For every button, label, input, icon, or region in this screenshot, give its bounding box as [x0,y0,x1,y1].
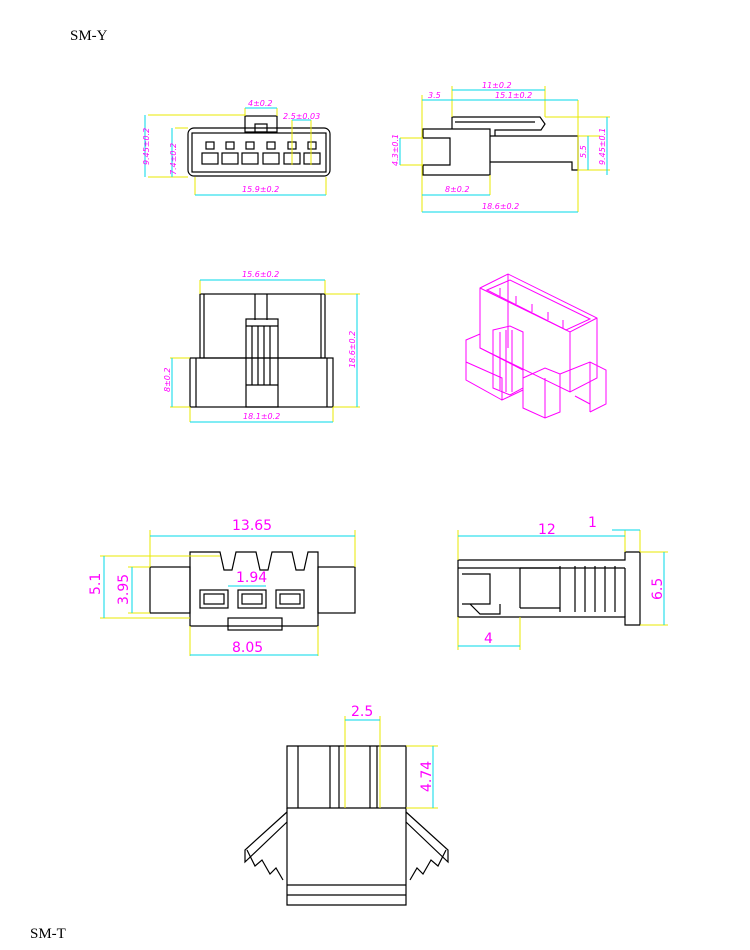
smy-side-view: 11±0.2 3.5 15.1±0.2 4.3±0.1 5.5 9.45±0.1… [391,81,610,213]
dim-side-height: 6.5 [650,578,666,600]
pin-contact [241,152,259,165]
smy-top-view: 15.6±0.2 18.6±0.2 8±0.2 18.1±0.2 [163,270,360,423]
dim-front: 4 [484,631,493,647]
dim-slot: 4.3±0.1 [391,134,400,166]
pin-window [205,141,215,150]
pin-contact [303,152,321,165]
label-sm-t: SM-T [30,926,66,942]
smt-front-view: 13.65 5.1 3.95 1.94 8.05 [88,518,356,656]
pin-window [245,141,255,150]
dim-height: 9.45±0.2 [142,128,151,165]
dim-side-height: 9.45±0.1 [598,128,607,165]
dim-rear-height: 5.5 [579,145,588,158]
pin-window [225,141,235,150]
dim-latch-width: 4±0.2 [248,99,273,108]
dim-base-height: 8±0.2 [163,367,172,392]
dim-height: 5.1 [88,573,104,595]
dim-offset: 3.5 [428,91,441,100]
pin-contact [262,152,280,165]
dim-pitch: 2.5±0.03 [283,112,320,121]
smt-top-view: 2.5 4.74 [244,704,449,906]
dim-total-length: 18.6±0.2 [482,202,519,211]
dim-body-length: 15.1±0.2 [495,91,532,100]
dim-length: 18.6±0.2 [348,331,357,368]
pin-contact [221,152,239,165]
dim-lip: 1 [588,515,597,531]
dim-pitch: 2.5 [351,704,373,720]
dim-slot-depth: 4.74 [419,761,435,792]
pin-window [266,141,276,150]
pin-contact [201,152,219,165]
smt-side-view: 12 1 6.5 4 [457,515,668,650]
dim-width: 15.9±0.2 [242,185,279,194]
dim-inner-height: 7.4±0.2 [169,143,178,175]
pin-window [307,141,317,150]
dim-total-width: 13.65 [232,518,272,534]
label-sm-y: SM-Y [70,28,108,44]
dim-latch-length: 11±0.2 [482,81,512,90]
dim-length: 12 [538,522,556,538]
smy-isometric-view [465,273,607,419]
smy-front-view: 4±0.2 2.5±0.03 9.45±0.2 7.4±0.2 15.9±0.2 [142,99,331,196]
dim-base-width: 18.1±0.2 [243,412,280,421]
dim-top-width: 15.6±0.2 [242,270,279,279]
dim-inner-height: 3.95 [116,574,132,605]
dim-front-length: 8±0.2 [445,185,470,194]
dim-pin-gap: 1.94 [236,570,267,586]
dim-body-width: 8.05 [232,640,263,656]
